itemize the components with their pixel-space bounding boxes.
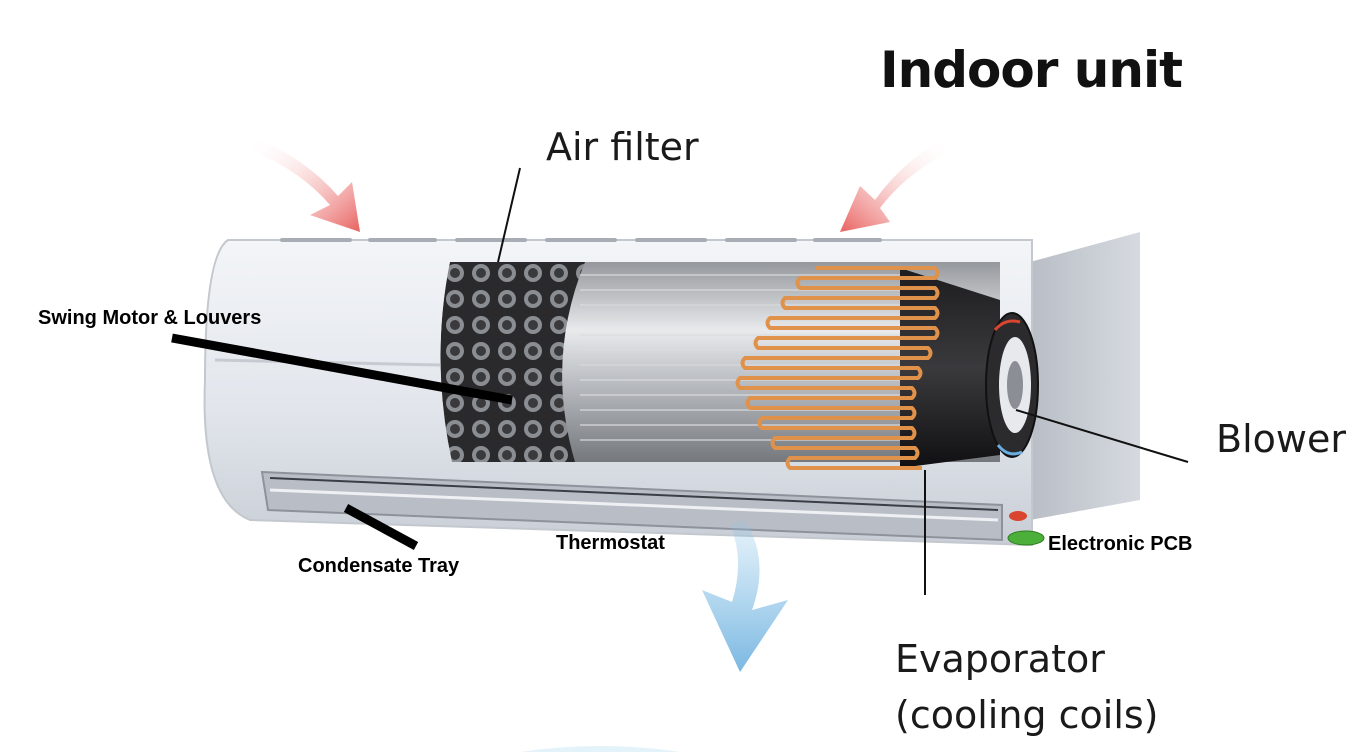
label-air-filter: Air filter — [546, 125, 699, 169]
outflow-arrow-icon — [520, 520, 788, 752]
led-green-icon — [1007, 530, 1045, 546]
label-blower: Blower — [1216, 417, 1346, 461]
leader-swing-motor — [171, 333, 513, 405]
label-evaporator-line1: Evaporator — [895, 637, 1105, 681]
inflow-arrow-right-icon — [840, 140, 948, 232]
leader-condensate-tray — [343, 504, 419, 550]
leader-blower — [1015, 409, 1189, 463]
air-filter-mesh — [440, 262, 585, 462]
evaporator-coils — [735, 266, 940, 470]
casing-side-panel — [1030, 232, 1140, 520]
led-red-icon — [1009, 511, 1027, 521]
label-swing-motor: Swing Motor & Louvers — [38, 307, 262, 329]
label-thermostat: Thermostat — [556, 532, 665, 554]
inflow-arrow-left-icon — [250, 138, 360, 232]
diagram-title: Indoor unit — [880, 41, 1183, 99]
label-evaporator-line2: (cooling coils) — [895, 693, 1159, 737]
label-electronic-pcb: Electronic PCB — [1048, 533, 1193, 555]
blower-drum — [900, 268, 1039, 468]
leader-air-filter — [497, 167, 521, 263]
label-condensate-tray: Condensate Tray — [298, 555, 460, 577]
